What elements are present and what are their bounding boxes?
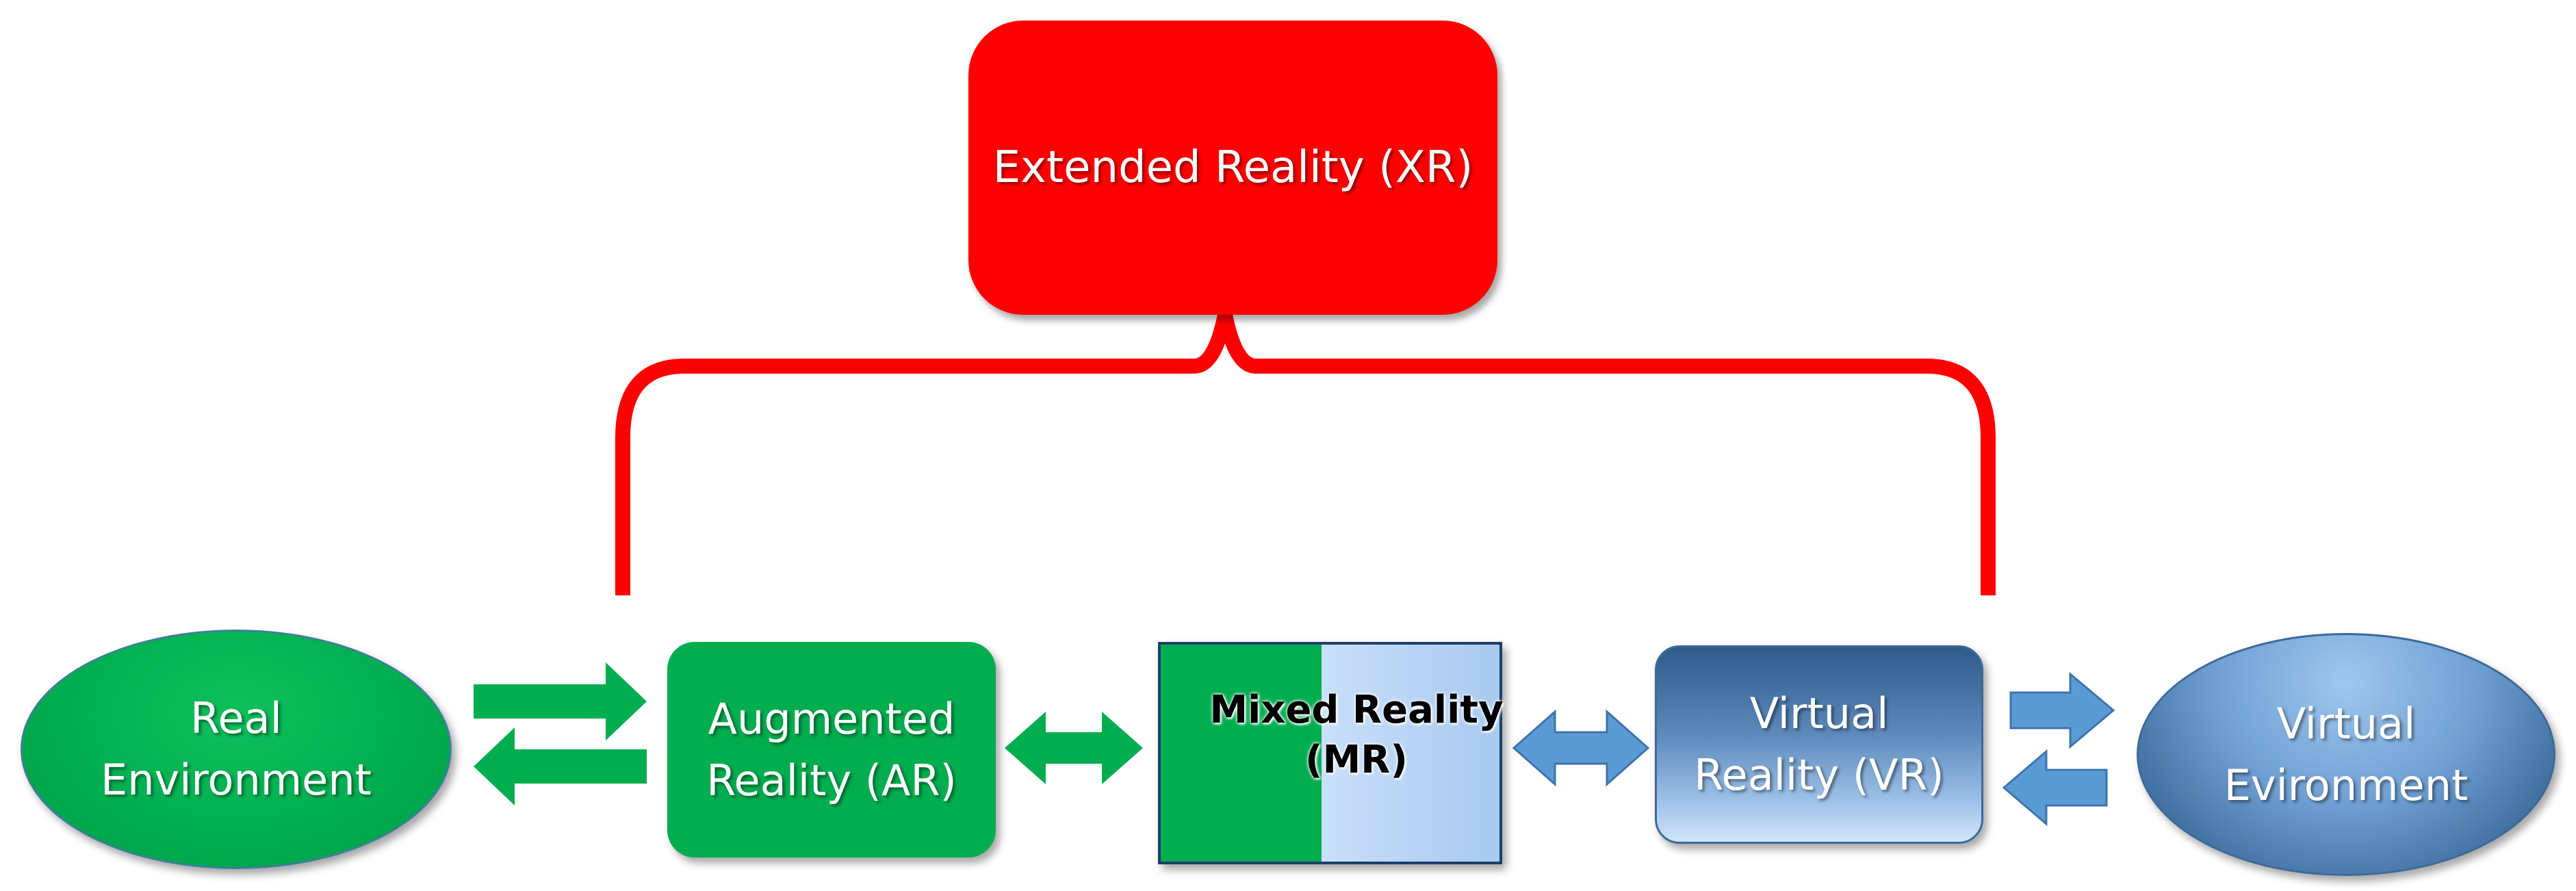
virtual-environment-node: Virtual Evironment [2137, 633, 2555, 876]
mr-node-label: Mixed Reality (MR) [1209, 688, 1504, 782]
arrow-double-mr-vr [1512, 709, 1650, 787]
arrow-left-virtual-to-vr [2002, 749, 2108, 827]
mr-node [1158, 642, 1502, 864]
real-environment-node: Real Environment [21, 630, 452, 869]
xr-brace [615, 307, 1996, 595]
arrow-right-real-to-ar [474, 662, 647, 740]
arrow-double-ar-mr [1005, 712, 1143, 784]
arrow-left-ar-to-real [474, 727, 647, 805]
xr-node: Extended Reality (XR) [968, 21, 1497, 315]
ar-node: Augmented Reality (AR) [667, 642, 996, 857]
arrow-right-vr-to-virtual [2009, 671, 2115, 749]
vr-node: Virtual Reality (VR) [1655, 645, 1983, 844]
